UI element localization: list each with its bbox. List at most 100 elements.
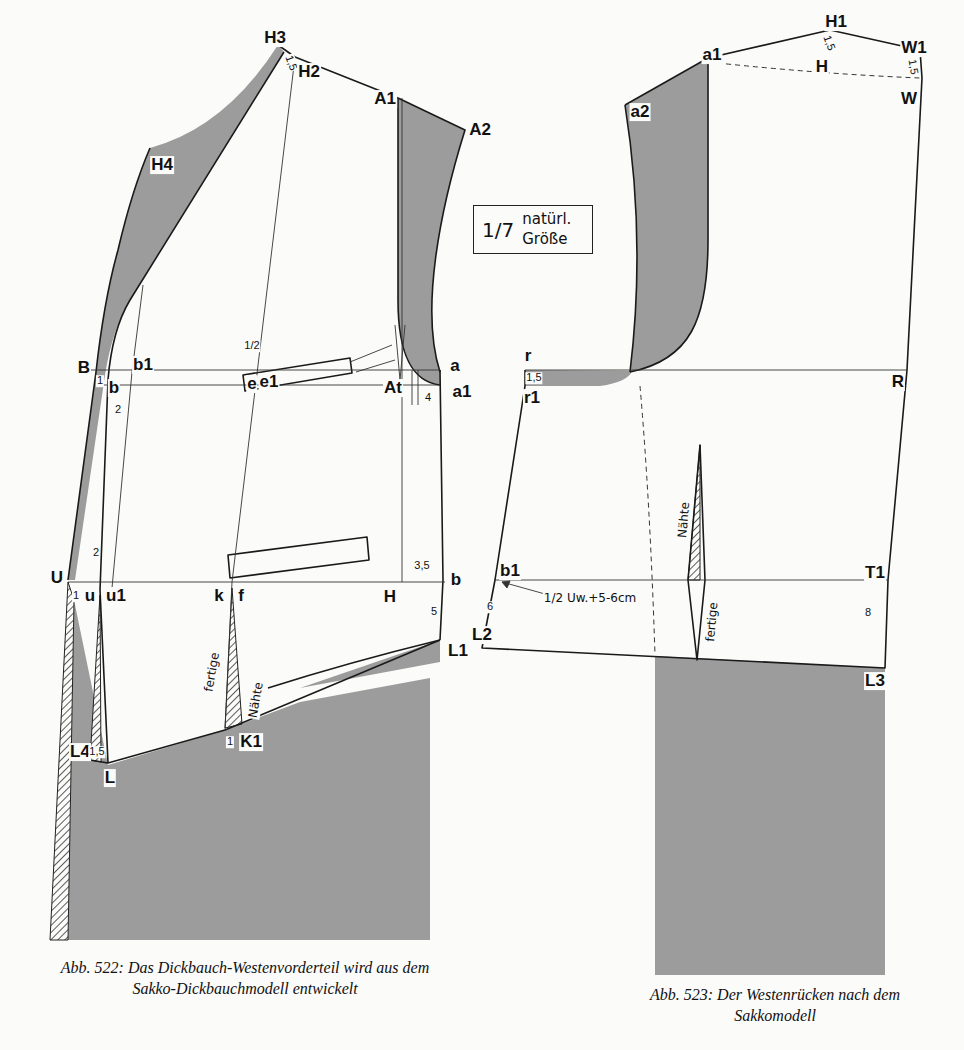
hem-area — [655, 656, 885, 975]
measurement: 2 — [114, 404, 122, 416]
guide-line — [225, 57, 295, 730]
leader-arrow — [502, 581, 510, 588]
guide-line — [402, 98, 403, 582]
dart-line — [395, 325, 405, 380]
point-label: e1 — [259, 373, 280, 391]
seam-note: fertige — [202, 650, 222, 693]
armhole-area — [398, 98, 465, 385]
armhole-area — [625, 58, 708, 372]
point-label: u1 — [105, 587, 127, 605]
point-label: W1 — [900, 39, 928, 57]
point-label: A1 — [373, 90, 397, 108]
dart — [688, 445, 705, 660]
front-line — [100, 52, 284, 763]
point-label: H — [383, 588, 397, 606]
measurement: 1,5 — [821, 33, 838, 53]
point-label: H4 — [150, 156, 174, 174]
armhole-line — [630, 58, 708, 372]
point-label: L2 — [471, 626, 493, 644]
grey-areas — [68, 45, 885, 975]
point-label: b1 — [132, 356, 154, 374]
measurement: 1/2 — [243, 340, 260, 352]
measurement: 6 — [486, 601, 494, 613]
measurement: 4 — [424, 392, 432, 404]
construction-lines — [68, 57, 907, 730]
measurement: 1 — [96, 375, 104, 387]
leader-line — [502, 582, 545, 594]
point-label: H3 — [263, 29, 287, 47]
point-label: r1 — [523, 389, 541, 407]
hem-line — [90, 640, 440, 763]
point-label: U — [50, 569, 64, 587]
armhole-line — [398, 98, 465, 372]
figure-caption: Abb. 523: Der Westenrücken nach dem Sakk… — [649, 985, 901, 1027]
point-label: b — [108, 379, 120, 397]
measurement: 1 — [226, 736, 234, 748]
measurement: 3,5 — [413, 560, 430, 572]
guide-line — [350, 345, 395, 372]
hem-wedge — [300, 640, 440, 688]
side-seam — [440, 370, 443, 640]
guide-line — [112, 285, 143, 588]
point-label: b1 — [499, 562, 521, 580]
point-label: k — [213, 587, 224, 605]
shoulder-line — [625, 58, 708, 105]
point-label: a1 — [702, 46, 723, 64]
point-label: H1 — [824, 13, 848, 31]
point-label: A2 — [468, 121, 492, 139]
point-label: L3 — [864, 672, 886, 690]
point-label: H — [815, 58, 829, 76]
figure-caption: Abb. 522: Das Dickbauch-Westenvorderteil… — [49, 958, 441, 1000]
breast-pocket — [243, 358, 352, 391]
point-label: r — [524, 347, 533, 365]
measurement: 8 — [864, 607, 872, 619]
point-label: u — [84, 587, 96, 605]
armhole-line — [625, 105, 637, 372]
seam-note: fertige — [704, 601, 720, 644]
waist-line — [495, 580, 888, 581]
hem-area — [68, 600, 430, 940]
back-outline — [482, 30, 922, 668]
scale-fraction: 1/7 — [482, 218, 514, 242]
hem-curve — [268, 640, 440, 688]
measurement: 5 — [430, 606, 438, 618]
point-label: a1 — [452, 383, 473, 401]
point-label: T1 — [864, 564, 886, 582]
measurement: 1,5 — [88, 746, 105, 758]
point-label: K1 — [239, 733, 263, 751]
seam-note: Nähte — [676, 501, 692, 540]
measurement: 2 — [92, 547, 100, 559]
point-label: H2 — [297, 63, 321, 81]
old-side-line — [640, 386, 655, 655]
point-label: a — [449, 357, 460, 375]
chest-line — [525, 370, 907, 371]
point-label: e — [246, 375, 257, 393]
point-label: B — [77, 359, 91, 377]
point-label: At — [383, 379, 403, 397]
front-edge-strip — [68, 45, 284, 580]
scale-box: 1/7 natürl. Größe — [473, 205, 593, 254]
measurement: 1,5 — [906, 57, 920, 76]
outlines — [68, 30, 922, 763]
point-label: b — [450, 571, 462, 589]
point-label: a2 — [630, 103, 651, 121]
dart-line — [412, 370, 418, 405]
point-label: f — [237, 587, 245, 605]
point-label: L1 — [447, 642, 469, 660]
scale-text: natürl. Größe — [522, 210, 584, 249]
hatched-areas — [50, 445, 700, 940]
waist-line — [68, 582, 445, 583]
lower-pocket — [228, 537, 369, 578]
point-label: R — [891, 373, 905, 391]
armhole-band — [525, 370, 632, 386]
hatch-strip — [50, 582, 74, 940]
hatch-strip — [90, 595, 101, 762]
hatch-wedge — [225, 588, 242, 728]
armhole-line — [398, 98, 440, 385]
measurement: 1 — [72, 590, 80, 602]
dashed-lines — [640, 62, 920, 655]
point-label: W — [900, 90, 918, 108]
point-label: L — [104, 769, 116, 787]
